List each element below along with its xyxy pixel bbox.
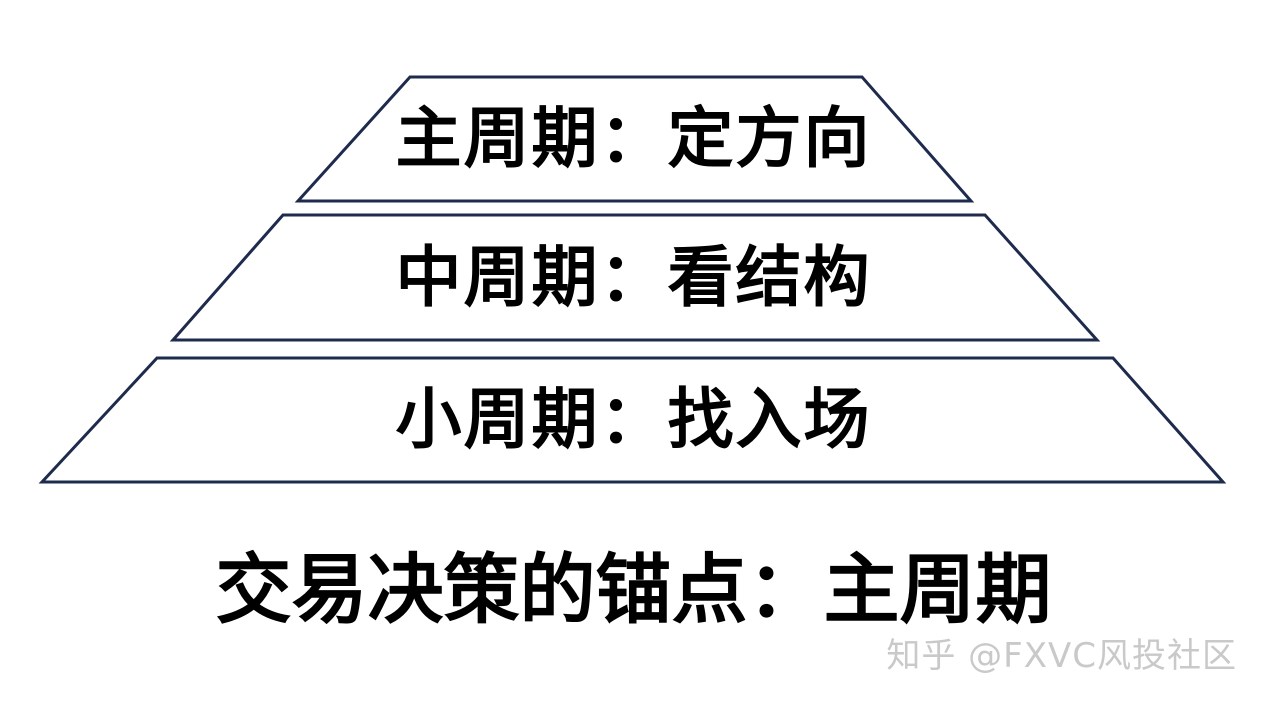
pyramid-level-top-shape [294, 75, 975, 203]
pyramid-level-middle-label: 中周期：看结构 [395, 238, 872, 316]
pyramid-level-top-label: 主周期：定方向 [395, 100, 872, 177]
zhihu-watermark: 知乎 @FXVC风投社区 [886, 636, 1237, 676]
pyramid-level-bottom-label: 小周期：找入场 [395, 381, 872, 458]
diagram-caption: 交易决策的锚点：主周期 [215, 545, 1052, 634]
pyramid-level-middle-shape [169, 213, 1101, 342]
pyramid-level-bottom-shape [38, 356, 1227, 484]
